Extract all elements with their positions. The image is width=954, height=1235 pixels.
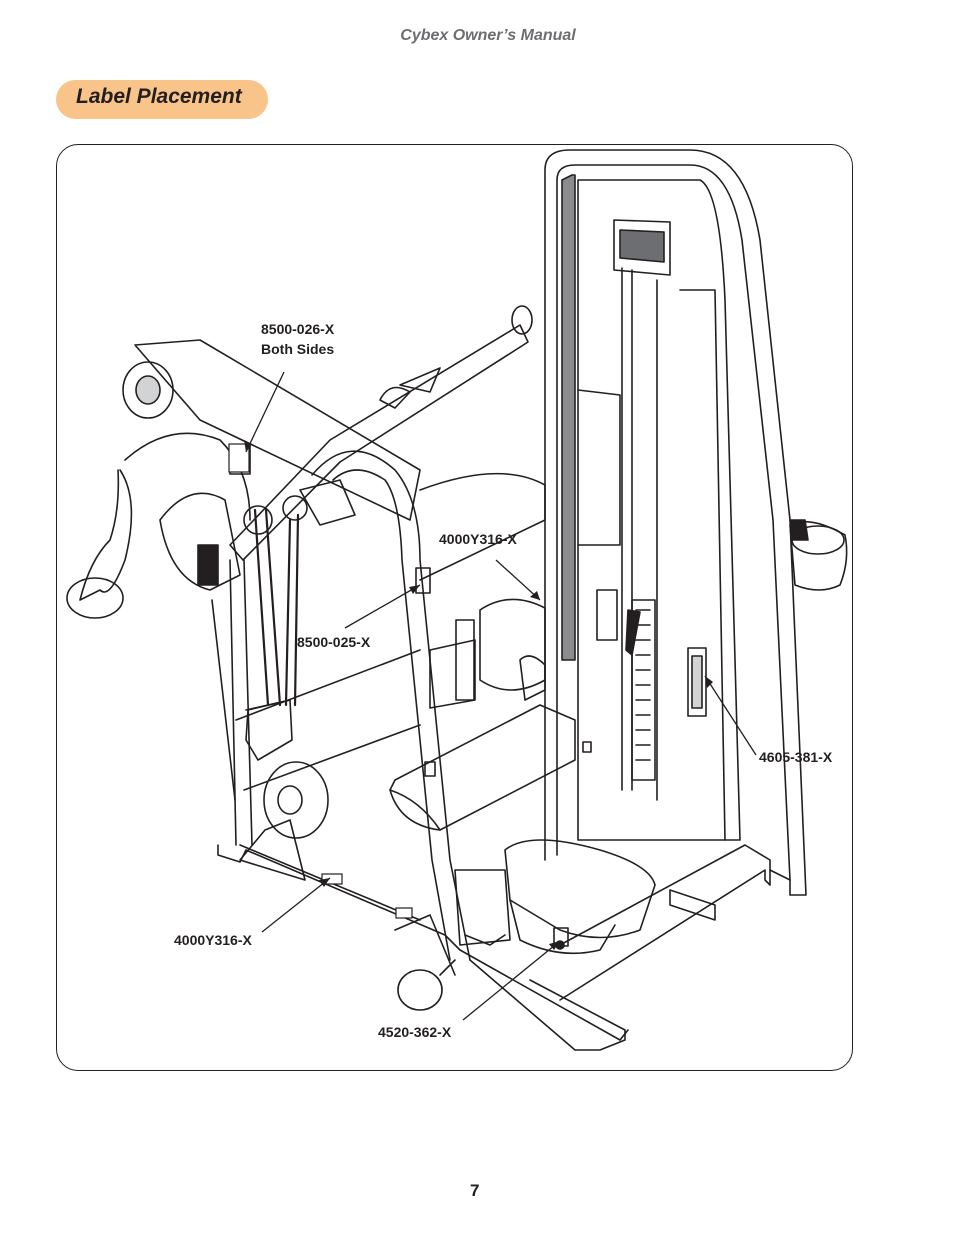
pulldown-arm <box>229 305 533 561</box>
section-title-badge <box>56 80 268 119</box>
section-title: Label Placement <box>76 85 242 108</box>
seat-assembly <box>454 839 656 955</box>
top-housing <box>122 339 421 521</box>
leader-arrowheads <box>244 440 713 950</box>
callout-label-arm-upright: 8500-025-X <box>297 634 371 650</box>
thigh-pad <box>389 598 576 831</box>
pulleys <box>243 479 356 761</box>
leader-lines <box>245 371 757 1021</box>
main-upright <box>311 450 471 961</box>
label-markers <box>228 443 413 919</box>
callout-label-weight-stack: 4605-381-X <box>759 749 833 765</box>
illustration-frame <box>56 144 853 1071</box>
cup-holder <box>789 519 848 591</box>
callout-label-base: 4000Y316-X <box>174 932 252 948</box>
callout-label-top-arm: 8500-026-X Both Sides <box>261 319 334 359</box>
cables <box>253 508 300 707</box>
callout-label-upright-upper: 4000Y316-X <box>439 531 517 547</box>
rear-cam <box>66 469 241 801</box>
manual-title: Cybex Owner’s Manual <box>400 27 576 44</box>
lower-pulley <box>239 761 329 881</box>
page-number: 7 <box>470 1181 480 1200</box>
callout-label-seat: 4520-362-X <box>378 1024 452 1040</box>
callout-note: Both Sides <box>261 341 335 357</box>
weight-stack-tower <box>544 149 807 896</box>
callout-part-number: 8500-026-X <box>261 321 335 337</box>
foot-roller <box>394 914 456 1011</box>
